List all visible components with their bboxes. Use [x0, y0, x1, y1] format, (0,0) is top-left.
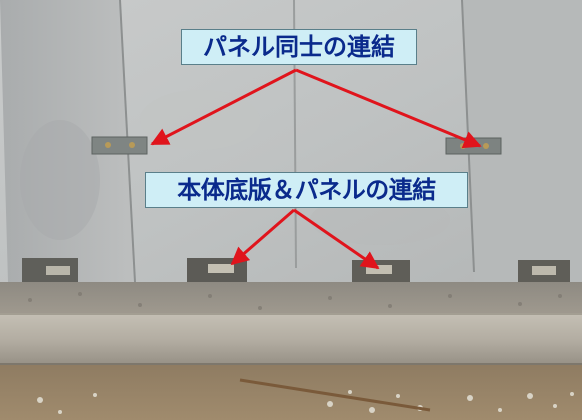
mortar-strip	[0, 282, 582, 316]
base-pockets	[22, 258, 570, 286]
upper-connection-plates	[91, 136, 502, 155]
ground-stones	[37, 390, 574, 414]
callout-panel-connection: パネル同士の連結	[181, 29, 417, 65]
arrow-to-left-pocket	[230, 208, 295, 266]
ground	[0, 365, 582, 420]
arrow-to-left-plate	[150, 68, 297, 146]
wooden-stick	[239, 378, 431, 412]
concrete-footing	[0, 314, 582, 366]
arrow-to-right-pocket	[293, 208, 380, 270]
arrow-to-right-plate	[295, 68, 482, 149]
mortar-texture	[28, 292, 562, 310]
callout-base-slab-panel-connection: 本体底版＆パネルの連結	[145, 172, 468, 208]
